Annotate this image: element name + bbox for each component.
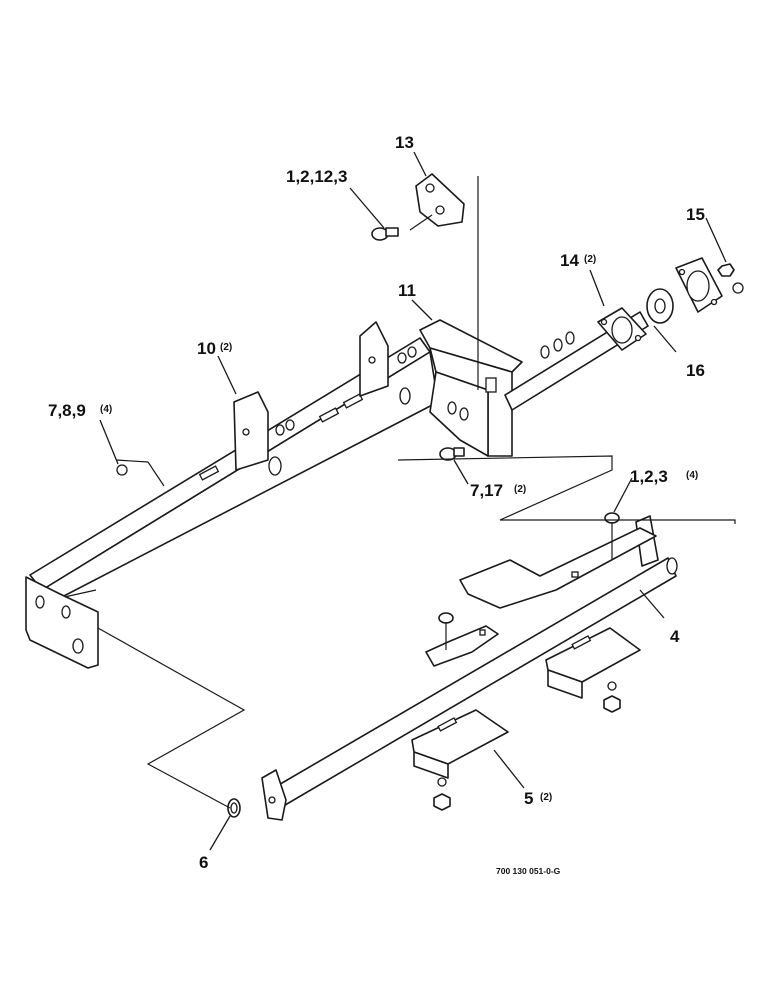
beam-hardware bbox=[116, 346, 417, 476]
callout-15: 15 bbox=[686, 205, 705, 224]
callout-1-2-3-qty: (4) bbox=[686, 470, 698, 481]
callout-5-qty: (2) bbox=[540, 792, 552, 803]
bushing-6 bbox=[227, 798, 241, 818]
drawing-code: 700 130 051-0-G bbox=[496, 866, 561, 876]
callout-14-qty: (2) bbox=[584, 254, 596, 265]
carriage-bolt-12 bbox=[371, 227, 399, 241]
callout-16: 16 bbox=[686, 361, 705, 380]
leader-lines bbox=[99, 151, 727, 851]
phantom-lines bbox=[97, 176, 736, 809]
upright-bracket-left bbox=[233, 391, 269, 471]
outer-flange-housing bbox=[675, 257, 723, 313]
callout-1-2-3: 1,2,3 bbox=[630, 467, 668, 486]
left-end-plate bbox=[25, 576, 99, 669]
main-frame-channel bbox=[29, 337, 439, 599]
callout-4: 4 bbox=[670, 627, 680, 646]
callout-labels: 13 1,2,12,3 15 14 (2) 11 10 (2) 16 7,8,9… bbox=[48, 133, 705, 872]
bearing-16 bbox=[646, 288, 674, 324]
upper-rod-plate bbox=[459, 527, 657, 609]
nut-15 bbox=[717, 263, 744, 294]
callout-14: 14 bbox=[560, 251, 579, 270]
rod-bolts bbox=[433, 512, 621, 811]
callout-10-qty: (2) bbox=[220, 342, 232, 353]
callout-11: 11 bbox=[398, 281, 416, 300]
callout-7-17: 7,17 bbox=[470, 481, 503, 500]
angle-bracket-5-right bbox=[545, 627, 641, 699]
callout-5: 5 bbox=[524, 789, 533, 808]
callout-7-17-qty: (2) bbox=[514, 484, 526, 495]
plate-13 bbox=[415, 173, 465, 227]
upright-bracket-right bbox=[359, 321, 389, 397]
callout-7-8-9: 7,8,9 bbox=[48, 401, 86, 420]
callout-1-2-12-3: 1,2,12,3 bbox=[286, 167, 347, 186]
rod-end-plate bbox=[261, 769, 287, 821]
callout-13: 13 bbox=[395, 133, 414, 152]
callout-6: 6 bbox=[199, 853, 208, 872]
callout-10: 10 bbox=[197, 339, 216, 358]
carriage-bolt-17 bbox=[439, 447, 465, 461]
callout-7-8-9-qty: (4) bbox=[100, 404, 112, 415]
bearing-flange-14 bbox=[597, 307, 647, 351]
mounting-bracket-11 bbox=[419, 319, 523, 457]
lower-rod-plate bbox=[425, 625, 499, 667]
angle-bracket-5-left bbox=[411, 709, 509, 779]
